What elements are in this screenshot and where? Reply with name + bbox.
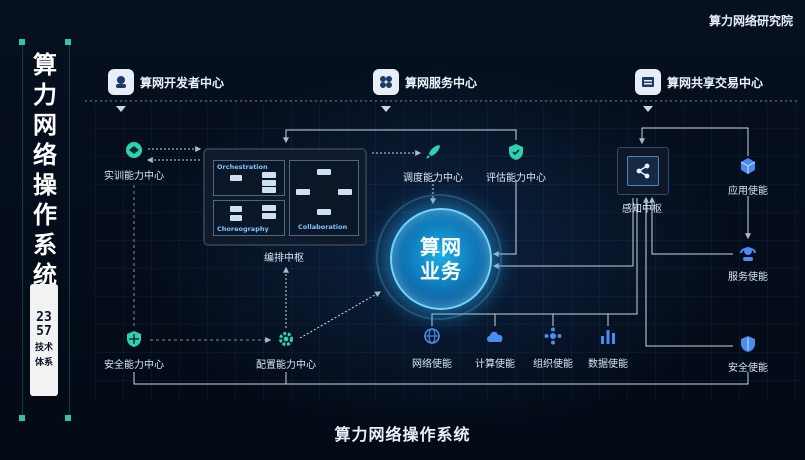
mini-node [262,187,276,193]
sensing-hub-label: 感知中枢 [622,204,662,215]
mini-node [230,206,242,212]
config-center-label: 配置能力中心 [256,360,316,371]
bottom-bus [133,372,749,385]
scheduling-center-label: 调度能力中心 [403,173,463,184]
badge-number-bottom: 57 [36,324,52,339]
org-enable-label: 组织使能 [533,359,573,370]
rocket-icon [423,142,443,166]
config-core-link [299,291,382,339]
organization-icon [544,327,562,349]
mini-node [296,189,310,195]
panel-corner [19,39,25,45]
orchestration-panel: Orchestration [213,160,285,196]
orchestration-hub-label: 编排中枢 [264,253,304,264]
panel-corner [65,39,71,45]
security-enable-icon [739,335,757,357]
mini-node [262,213,276,219]
service-enable-label: 服务使能 [728,272,768,283]
share-node-icon [627,156,659,186]
orchestration-hub: Orchestration Choreography Collaboration [203,148,367,246]
collaboration-panel: Collaboration [289,160,359,236]
mini-node [262,205,276,211]
evaluation-core-link [492,180,517,257]
header-service-center: 算网服务中心 [373,69,477,95]
badge-text-bottom: 体系 [34,358,53,368]
mini-node [317,169,331,175]
training-center-label: 实训能力中心 [104,171,164,182]
header-developer-center: 算网开发者中心 [108,69,224,95]
gear-icon [277,330,295,352]
side-title: 算 力 网 络 操 作 系 统 [33,51,57,289]
service-sensing-link [649,196,733,255]
sensing-core-link [492,198,634,269]
developer-icon [108,69,134,95]
header-trade-center: 算网共享交易中心 [635,69,763,95]
core-business-node: 算网 业务 [390,208,492,310]
sensing-enablers-link [431,198,638,326]
badge-number-top: 23 [36,310,52,325]
bar-chart-icon [599,327,617,349]
network-globe-icon [423,327,441,349]
sensing-hub [617,147,669,195]
cube-icon [739,157,757,179]
panel-corner [65,415,71,421]
bottom-title: 算力网络操作系统 [334,425,471,444]
evaluation-center-label: 评估能力中心 [486,173,546,184]
headset-icon [738,243,758,267]
evaluation-orch-loop [283,129,517,144]
mini-node [338,189,352,195]
security-shield-icon [125,330,143,352]
evaluation-shield-icon [507,143,525,165]
header-marker [643,106,653,112]
mini-node [230,215,242,221]
core-line-1: 算网 [420,235,462,259]
security-center-label: 安全能力中心 [104,360,164,371]
panel-corner [19,415,25,421]
header-marker [381,106,391,112]
side-panel [22,42,70,418]
network-enable-label: 网络使能 [412,359,452,370]
mini-node [262,180,276,186]
choreography-panel: Choreography [213,200,285,236]
mini-node [317,209,331,215]
cloud-icon [485,328,505,348]
mini-node [230,175,242,181]
header-marker [116,106,126,112]
core-outer-ring [376,194,502,320]
core-line-2: 业务 [420,259,462,283]
app-sensing-loop [639,127,749,156]
badge-text-top: 技术 [34,343,53,353]
trade-center-icon [635,69,661,95]
tech-system-badge: 23 57 技术 体系 [30,284,58,396]
service-center-icon [373,69,399,95]
training-center-icon [125,141,143,163]
app-enable-label: 应用使能 [728,186,768,197]
security-enable-label: 安全使能 [728,363,768,374]
security-sensing-link [643,196,733,347]
brand-name: 算力网络研究院 [708,14,793,28]
mini-node [262,172,276,178]
compute-enable-label: 计算使能 [475,359,515,370]
data-enable-label: 数据使能 [588,359,628,370]
